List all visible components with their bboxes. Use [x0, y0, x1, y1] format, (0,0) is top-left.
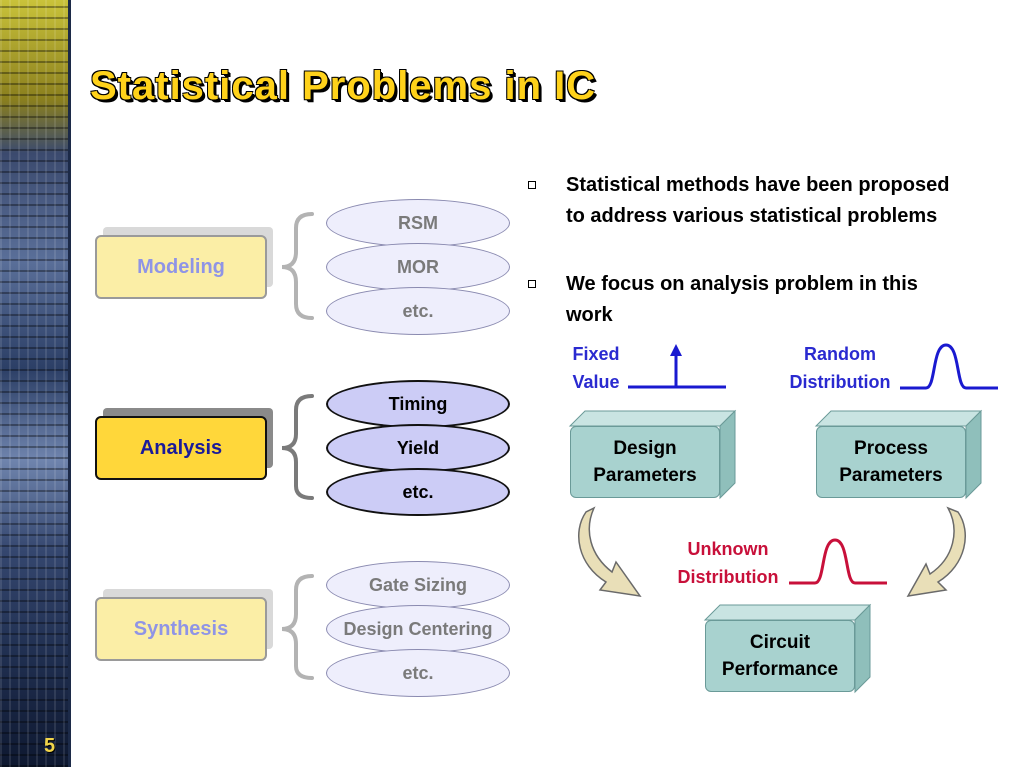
square-bullet-icon	[528, 280, 536, 288]
analysis-etc-label: etc.	[402, 481, 434, 502]
random-bell-curve-icon	[900, 343, 998, 390]
strip-edge	[68, 0, 71, 767]
fixed-value-up-arrow-icon	[628, 344, 726, 389]
unknown-distribution-line-2: Distribution	[677, 567, 779, 587]
bullet-1-text: Statistical methods have been proposed t…	[566, 174, 950, 227]
teal-box-bevels	[568, 409, 983, 694]
design-parameters-line-1: Design	[613, 438, 677, 459]
modeling-etc-ellipse[interactable]: etc.	[326, 287, 510, 335]
design-centering-ellipse[interactable]: Design Centering	[326, 605, 510, 653]
slide-number: 5	[44, 735, 56, 757]
circuit-performance-face: Circuit Performance	[705, 620, 855, 692]
analysis-label: Analysis	[95, 416, 267, 480]
circuit-performance-line-2: Performance	[721, 659, 839, 680]
unknown-bell-curve-icon	[789, 538, 887, 585]
circuit-performance-line-1: Circuit	[749, 632, 811, 653]
gate-sizing-label: Gate Sizing	[368, 574, 467, 595]
random-distribution-line-1: Random	[804, 344, 876, 364]
synthesis-brace-icon	[281, 574, 314, 680]
synthesis-category[interactable]: Synthesis	[95, 589, 273, 661]
fixed-value-line-1: Fixed	[572, 344, 620, 364]
design-parameters-face: Design Parameters	[570, 426, 720, 498]
yield-label: Yield	[396, 437, 440, 458]
synthesis-etc-label: etc.	[402, 662, 434, 683]
decorative-circuit-strip	[0, 0, 70, 767]
rsm-label: RSM	[398, 212, 438, 233]
mor-ellipse[interactable]: MOR	[326, 243, 510, 291]
process-parameters-line-2: Parameters	[839, 465, 943, 486]
unknown-distribution-label: Unknown Distribution	[670, 535, 786, 591]
rsm-ellipse[interactable]: RSM	[326, 199, 510, 247]
analysis-etc-ellipse[interactable]: etc.	[326, 468, 510, 516]
square-bullet-icon	[528, 181, 536, 189]
analysis-category[interactable]: Analysis	[95, 408, 273, 480]
synthesis-label: Synthesis	[95, 597, 267, 661]
modeling-etc-label: etc.	[402, 300, 434, 321]
modeling-brace-icon	[281, 212, 314, 320]
design-centering-label: Design Centering	[343, 618, 493, 639]
process-parameters-face: Process Parameters	[816, 426, 966, 498]
modeling-label: Modeling	[95, 235, 267, 299]
unknown-distribution-line-1: Unknown	[687, 539, 769, 559]
analysis-brace-icon	[281, 394, 314, 500]
process-parameters-line-1: Process	[854, 438, 928, 459]
design-parameters-line-2: Parameters	[593, 465, 697, 486]
modeling-category[interactable]: Modeling	[95, 227, 273, 299]
gate-sizing-ellipse[interactable]: Gate Sizing	[326, 561, 510, 609]
yield-ellipse[interactable]: Yield	[326, 424, 510, 472]
bullet-2-text: We focus on analysis problem in this wor…	[566, 273, 918, 326]
right-curved-arrow-icon	[906, 506, 966, 597]
random-distribution-line-2: Distribution	[789, 372, 891, 392]
random-distribution-label: Random Distribution	[782, 340, 898, 396]
left-curved-arrow-icon	[578, 506, 642, 598]
slide-title: Statistical Problems in IC	[90, 64, 597, 108]
fixed-value-line-2: Value	[572, 372, 620, 392]
mor-label: MOR	[397, 256, 439, 277]
timing-ellipse[interactable]: Timing	[326, 380, 510, 428]
fixed-value-label: Fixed Value	[560, 340, 632, 396]
timing-label: Timing	[388, 393, 448, 414]
synthesis-etc-ellipse[interactable]: etc.	[326, 649, 510, 697]
